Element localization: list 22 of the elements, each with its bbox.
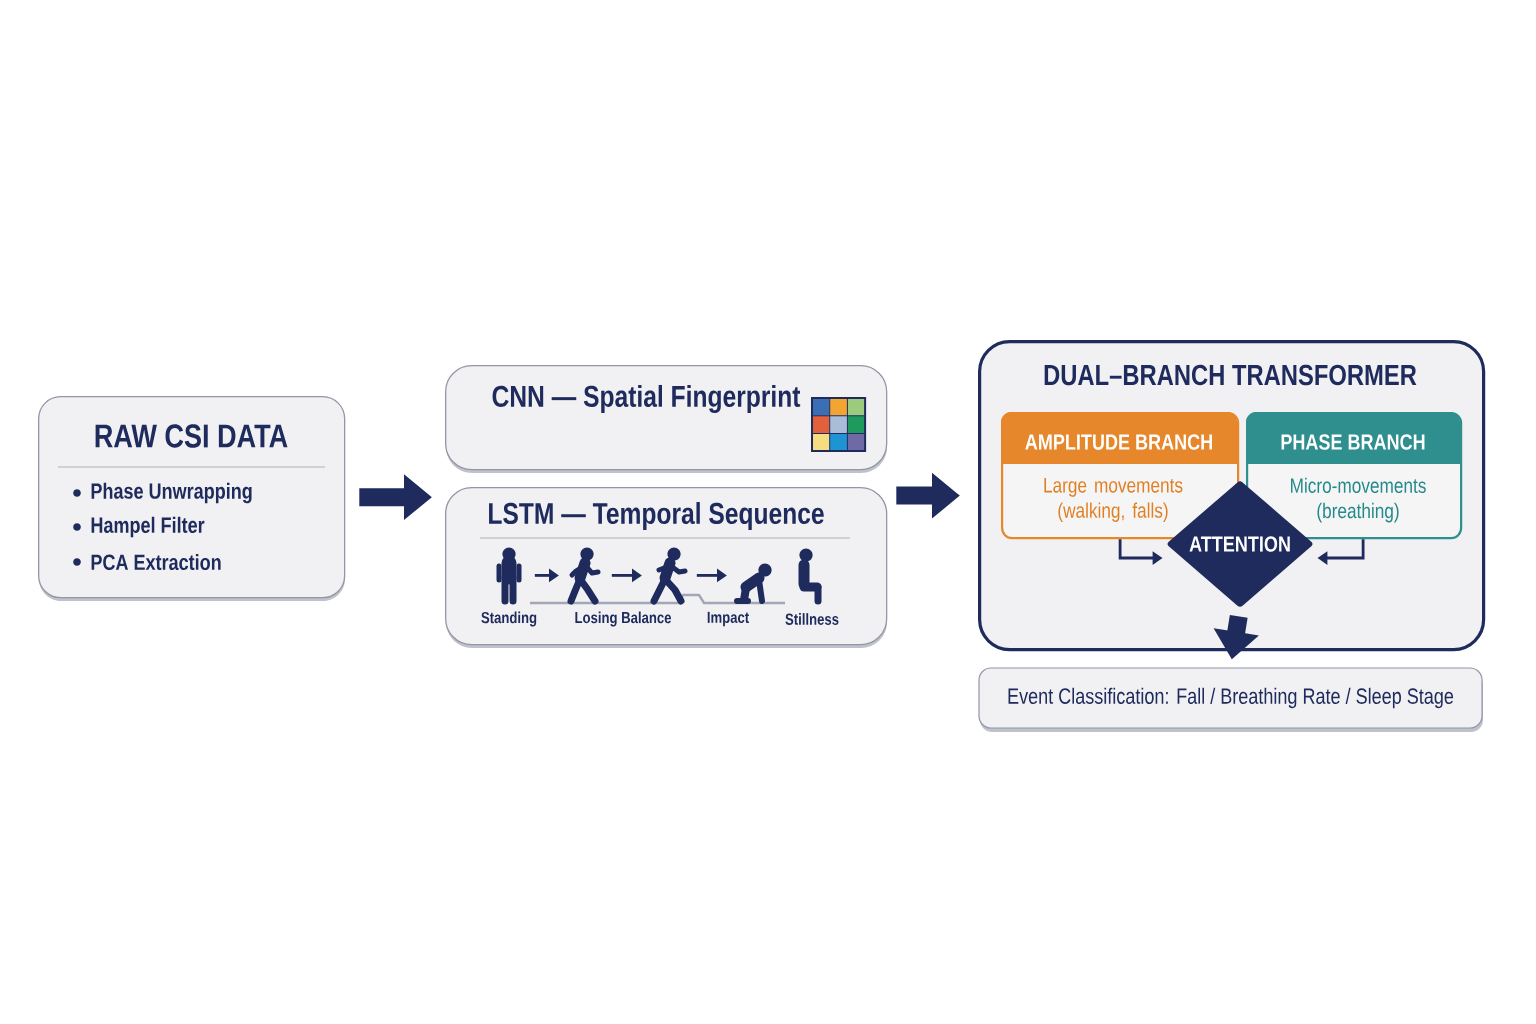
box-title: CNN — Spatial Fingerprint (492, 384, 801, 414)
box-title: RAW CSI DATA (95, 424, 288, 448)
step-caption: Impact (707, 611, 749, 627)
sitting-person-icon (798, 548, 822, 605)
branch-header: PHASE BRANCH (1246, 412, 1460, 464)
standing-person-icon (496, 547, 522, 605)
box-title: DUAL–BRANCH TRANSFORMER (1044, 364, 1417, 386)
stumbling-person-icon (650, 547, 688, 605)
kneeling-person-icon (734, 563, 772, 604)
bullet-item: PCA Extraction (91, 553, 221, 571)
step-caption: Standing (481, 611, 537, 627)
branch-header: AMPLITUDE BRANCH (1001, 412, 1237, 464)
box-title: LSTM — Temporal Sequence (489, 502, 824, 530)
stage-box (445, 487, 888, 648)
bullet-item: Hampel Filter (91, 516, 205, 538)
step-caption: Losing Balance (575, 611, 672, 627)
step-caption: Stillness (785, 613, 839, 625)
walking-person-icon (567, 547, 601, 605)
stage-box (38, 396, 346, 601)
stage-box (445, 365, 888, 473)
output-box: Event Classification: Fall / Breathing Rate / Sleep Stage (978, 667, 1483, 732)
bullet-item: Phase Unwrapping (91, 482, 252, 504)
